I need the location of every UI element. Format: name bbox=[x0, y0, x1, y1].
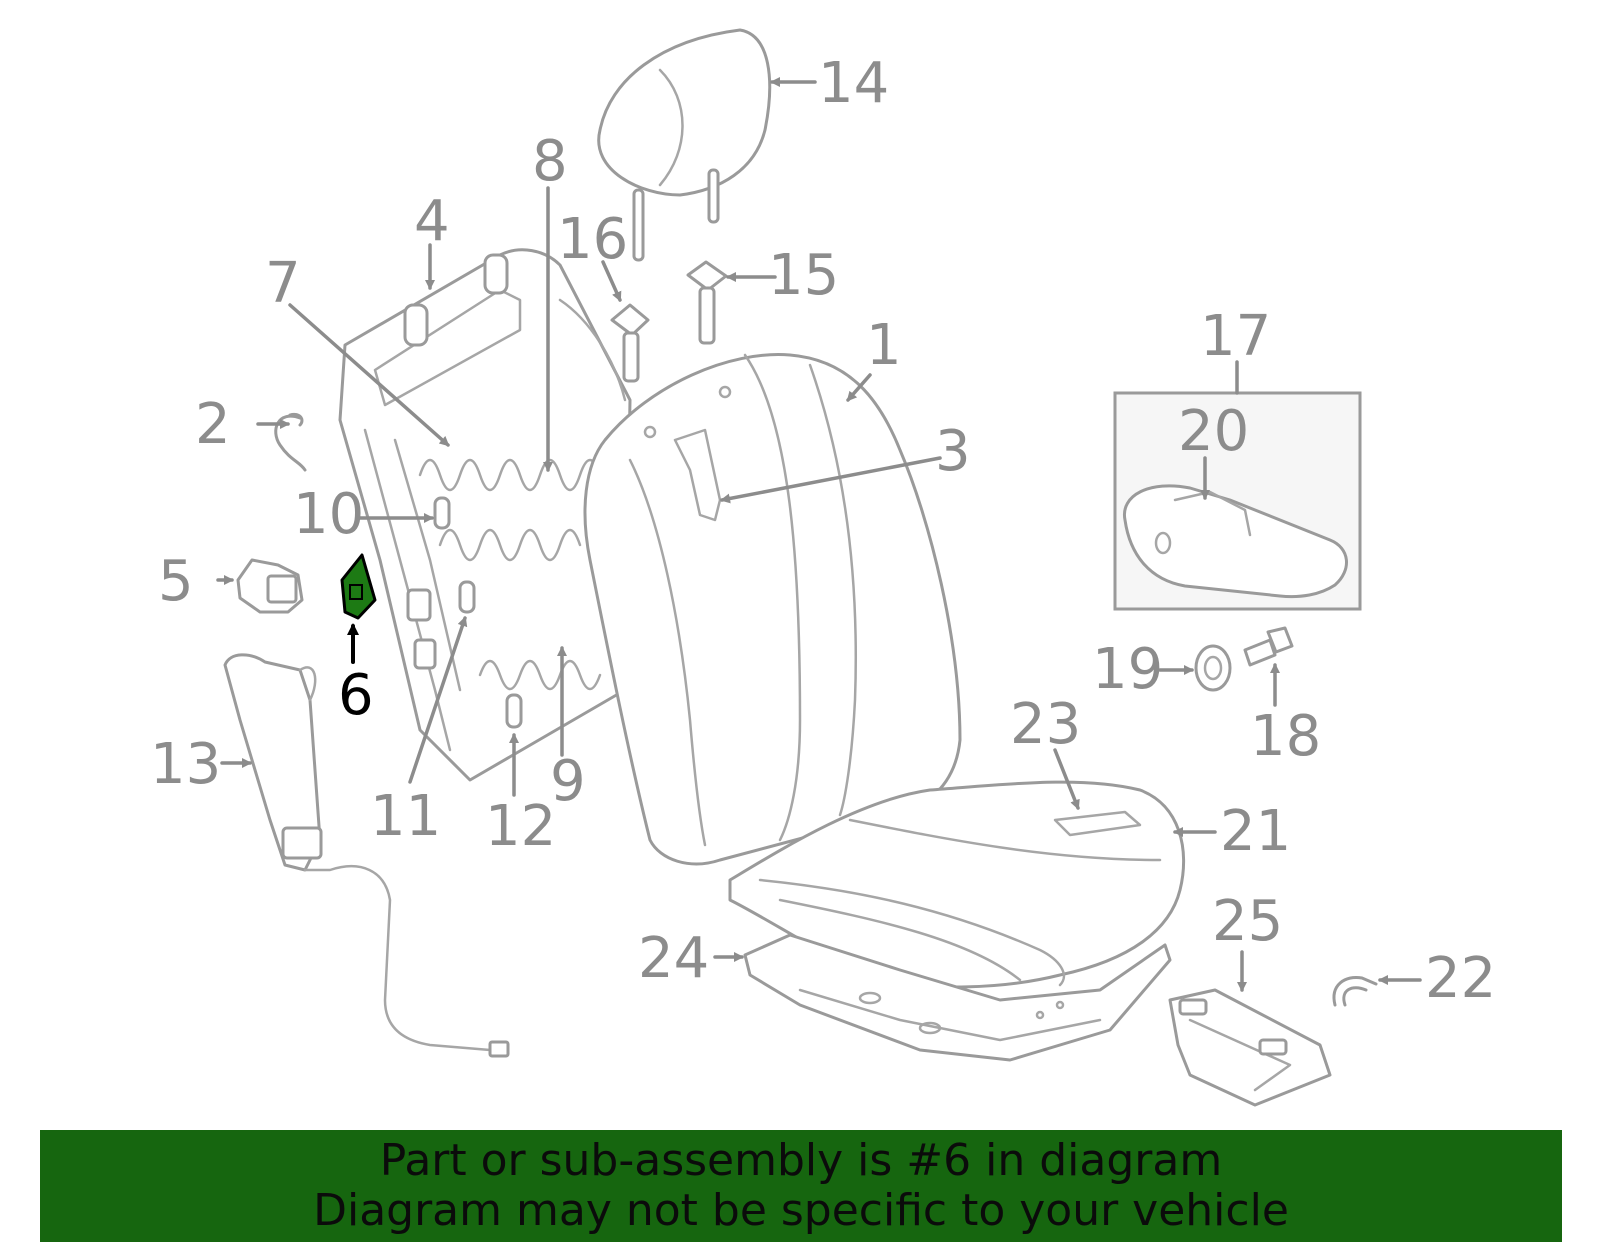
part-6-bracket-highlighted[interactable] bbox=[340, 553, 377, 620]
callout-6-highlighted[interactable]: 6 bbox=[338, 663, 374, 728]
callout-4[interactable]: 4 bbox=[414, 189, 450, 254]
callout-8[interactable]: 8 bbox=[532, 129, 568, 194]
callout-14[interactable]: 14 bbox=[818, 51, 889, 116]
callout-3[interactable]: 3 bbox=[935, 419, 971, 484]
part-12-pin[interactable] bbox=[505, 693, 523, 729]
part-17-side-shield-box[interactable] bbox=[1113, 391, 1362, 611]
callout-1[interactable]: 1 bbox=[866, 313, 902, 378]
part-2-clip[interactable] bbox=[274, 412, 307, 472]
leader-lines bbox=[216, 77, 1422, 992]
callout-17[interactable]: 17 bbox=[1200, 304, 1271, 369]
part-16-headrest-guide[interactable] bbox=[610, 303, 650, 383]
callout-24[interactable]: 24 bbox=[638, 926, 709, 991]
callout-labels: 14 8 4 16 7 15 1 17 2 3 20 10 5 6 19 18 … bbox=[150, 51, 1496, 1011]
callout-2[interactable]: 2 bbox=[195, 392, 231, 457]
part-13-airbag-module[interactable] bbox=[223, 653, 510, 1058]
callout-10[interactable]: 10 bbox=[293, 482, 364, 547]
callout-12[interactable]: 12 bbox=[485, 794, 556, 859]
part-15-headrest-guide[interactable] bbox=[686, 260, 728, 345]
callout-21[interactable]: 21 bbox=[1220, 799, 1291, 864]
part-8-spring[interactable] bbox=[438, 528, 582, 562]
part-24-cushion-pan[interactable] bbox=[743, 933, 1172, 1062]
callout-18[interactable]: 18 bbox=[1250, 704, 1321, 769]
part-11-pin[interactable] bbox=[458, 580, 476, 614]
callout-22[interactable]: 22 bbox=[1425, 946, 1496, 1011]
part-5-switch[interactable] bbox=[236, 558, 304, 614]
info-banner: Part or sub-assembly is #6 in diagram Di… bbox=[40, 1130, 1562, 1242]
callout-13[interactable]: 13 bbox=[150, 732, 221, 797]
banner-line-2: Diagram may not be specific to your vehi… bbox=[313, 1185, 1289, 1236]
callout-9[interactable]: 9 bbox=[550, 749, 586, 814]
part-25-control-module[interactable] bbox=[1168, 988, 1332, 1107]
banner-line-1: Part or sub-assembly is #6 in diagram bbox=[379, 1135, 1223, 1186]
callout-7[interactable]: 7 bbox=[265, 251, 301, 316]
callout-25[interactable]: 25 bbox=[1212, 889, 1283, 954]
callout-16[interactable]: 16 bbox=[557, 207, 628, 272]
callout-20[interactable]: 20 bbox=[1178, 399, 1249, 464]
callout-19[interactable]: 19 bbox=[1092, 637, 1163, 702]
callout-23[interactable]: 23 bbox=[1010, 692, 1081, 757]
part-19-washer[interactable] bbox=[1194, 644, 1232, 692]
part-1-seatback-cover[interactable] bbox=[583, 353, 962, 866]
callout-15[interactable]: 15 bbox=[768, 243, 839, 308]
callout-5[interactable]: 5 bbox=[158, 549, 194, 614]
part-18-bolt[interactable] bbox=[1243, 626, 1294, 667]
callout-11[interactable]: 11 bbox=[370, 784, 441, 849]
part-10-pin[interactable] bbox=[433, 496, 451, 530]
part-14-headrest[interactable] bbox=[597, 28, 772, 262]
part-9-spring[interactable] bbox=[478, 659, 602, 691]
part-22-hook[interactable] bbox=[1332, 975, 1378, 1007]
